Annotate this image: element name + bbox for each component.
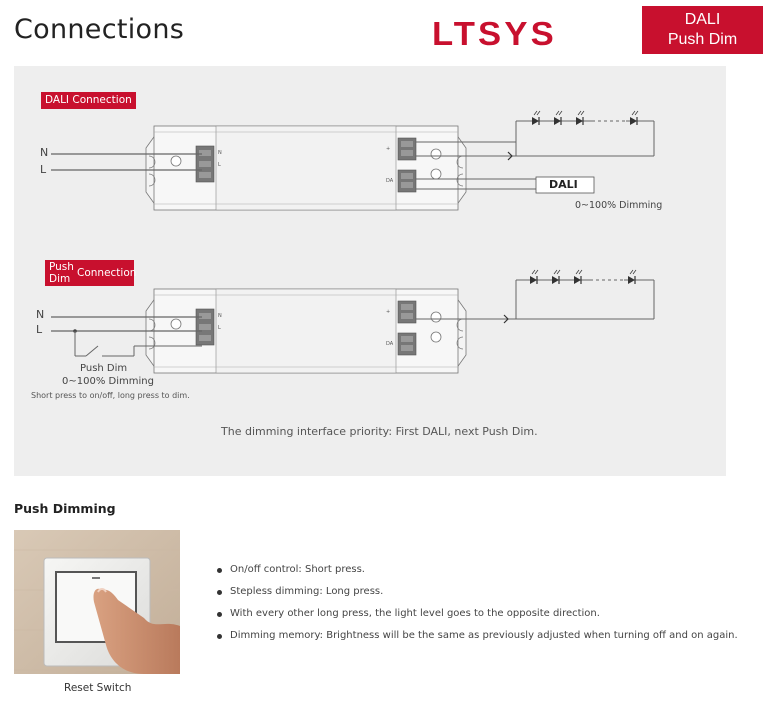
push-tag-line3: Connection bbox=[77, 267, 137, 279]
led-icon bbox=[573, 269, 583, 285]
neutral-label-2: N bbox=[36, 308, 45, 321]
led-icon bbox=[575, 110, 585, 126]
page-title: Connections bbox=[14, 14, 185, 45]
product-badge: DALI Push Dim bbox=[642, 6, 763, 54]
reset-switch-photo bbox=[14, 530, 180, 674]
list-item: Dimming memory: Brightness will be the s… bbox=[216, 629, 738, 651]
wiring-diagram: N L + DA bbox=[51, 110, 655, 374]
led-icon bbox=[531, 110, 541, 126]
badge-line1: DALI bbox=[684, 11, 721, 28]
push-tag-line1: Push bbox=[49, 261, 74, 273]
dali-bus-label: DALI bbox=[549, 178, 578, 191]
push-dim-wiring bbox=[51, 269, 655, 374]
list-item: On/off control: Short press. bbox=[216, 563, 738, 585]
live-label: L bbox=[40, 163, 47, 176]
feature-list: On/off control: Short press. Stepless di… bbox=[216, 563, 738, 651]
dali-dimming-label: 0~100% Dimming bbox=[575, 200, 663, 211]
photo-caption: Reset Switch bbox=[64, 682, 132, 694]
led-icon bbox=[529, 269, 539, 285]
list-item: With every other long press, the light l… bbox=[216, 607, 738, 629]
push-note: Short press to on/off, long press to dim… bbox=[31, 391, 190, 400]
led-icon bbox=[553, 110, 563, 126]
dali-connection-tag: DALI Connection bbox=[41, 92, 136, 109]
push-tag-line2: Dim bbox=[49, 273, 71, 285]
led-icon bbox=[551, 269, 561, 285]
led-icon bbox=[629, 110, 639, 126]
list-item: Stepless dimming: Long press. bbox=[216, 585, 738, 607]
push-dimming-label: 0~100% Dimming bbox=[62, 376, 154, 387]
brand-logo: LTSYS bbox=[432, 15, 557, 52]
section-heading: Push Dimming bbox=[14, 501, 116, 516]
priority-note: The dimming interface priority: First DA… bbox=[221, 425, 538, 438]
led-icon bbox=[627, 269, 637, 285]
live-label-2: L bbox=[36, 323, 43, 336]
badge-line2: Push Dim bbox=[667, 31, 738, 48]
wiring-diagram-panel: N L + DA bbox=[14, 66, 726, 476]
push-dim-label: Push Dim bbox=[80, 363, 128, 374]
push-dim-connection-tag: Push Dim Connection bbox=[45, 260, 137, 286]
neutral-label: N bbox=[40, 146, 49, 159]
dali-wiring bbox=[51, 110, 655, 211]
